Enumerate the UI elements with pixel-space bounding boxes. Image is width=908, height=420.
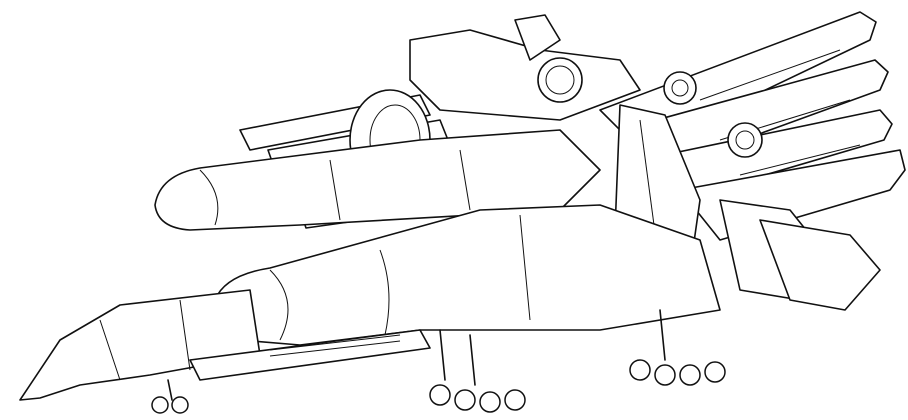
front-nose-fuselage: [19, 289, 261, 401]
rear-wing-binders: [599, 11, 906, 241]
upper-fuselage: [154, 129, 601, 231]
landing-gear: [151, 309, 726, 414]
lower-gun: [189, 329, 431, 381]
shoulder-joints: [663, 71, 881, 311]
upper-cannon-pod: [409, 14, 641, 121]
